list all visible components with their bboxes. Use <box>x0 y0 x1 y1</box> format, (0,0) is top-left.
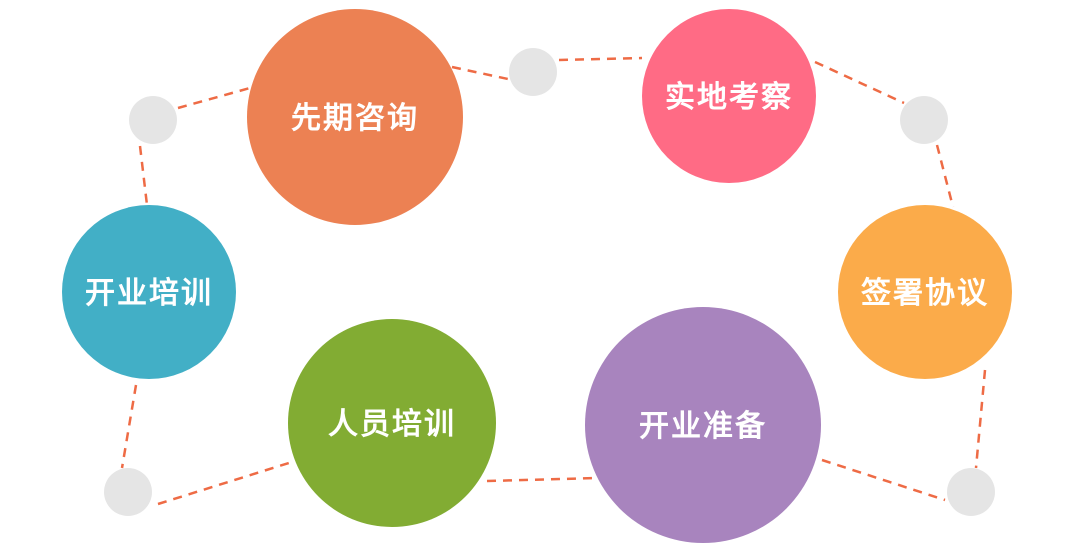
step-circle <box>62 205 236 379</box>
step-circle <box>585 307 821 543</box>
step-opening-training: 开业培训 <box>62 205 236 379</box>
step-label: 实地考察 <box>665 80 793 115</box>
step-circle <box>642 9 816 183</box>
connector <box>157 460 293 506</box>
junction-node <box>509 48 557 96</box>
connector <box>935 144 955 208</box>
step-circle <box>247 9 463 225</box>
junction-node <box>900 96 948 144</box>
step-site-visit: 实地考察 <box>642 9 816 183</box>
connector <box>138 145 149 206</box>
step-label: 人员培训 <box>328 407 456 442</box>
connector <box>974 369 987 469</box>
step-label: 开业准备 <box>639 409 767 444</box>
connector <box>814 60 905 105</box>
connector <box>486 476 599 483</box>
step-label: 签署协议 <box>861 276 989 311</box>
connector <box>558 56 643 62</box>
step-label: 先期咨询 <box>291 101 419 136</box>
junction-node <box>129 96 177 144</box>
step-opening-preparation: 开业准备 <box>585 307 821 543</box>
step-circle <box>838 205 1012 379</box>
step-circle <box>288 319 496 527</box>
connector <box>177 86 251 110</box>
step-label: 开业培训 <box>85 276 213 311</box>
connector <box>120 384 138 469</box>
step-staff-training: 人员培训 <box>288 319 496 527</box>
step-sign-agreement: 签署协议 <box>838 205 1012 379</box>
step-consultation: 先期咨询 <box>247 9 463 225</box>
connectors <box>120 56 987 506</box>
connector <box>821 458 946 502</box>
connector <box>451 65 509 81</box>
junction-node <box>104 468 152 516</box>
junction-nodes <box>104 48 995 516</box>
junction-node <box>947 468 995 516</box>
